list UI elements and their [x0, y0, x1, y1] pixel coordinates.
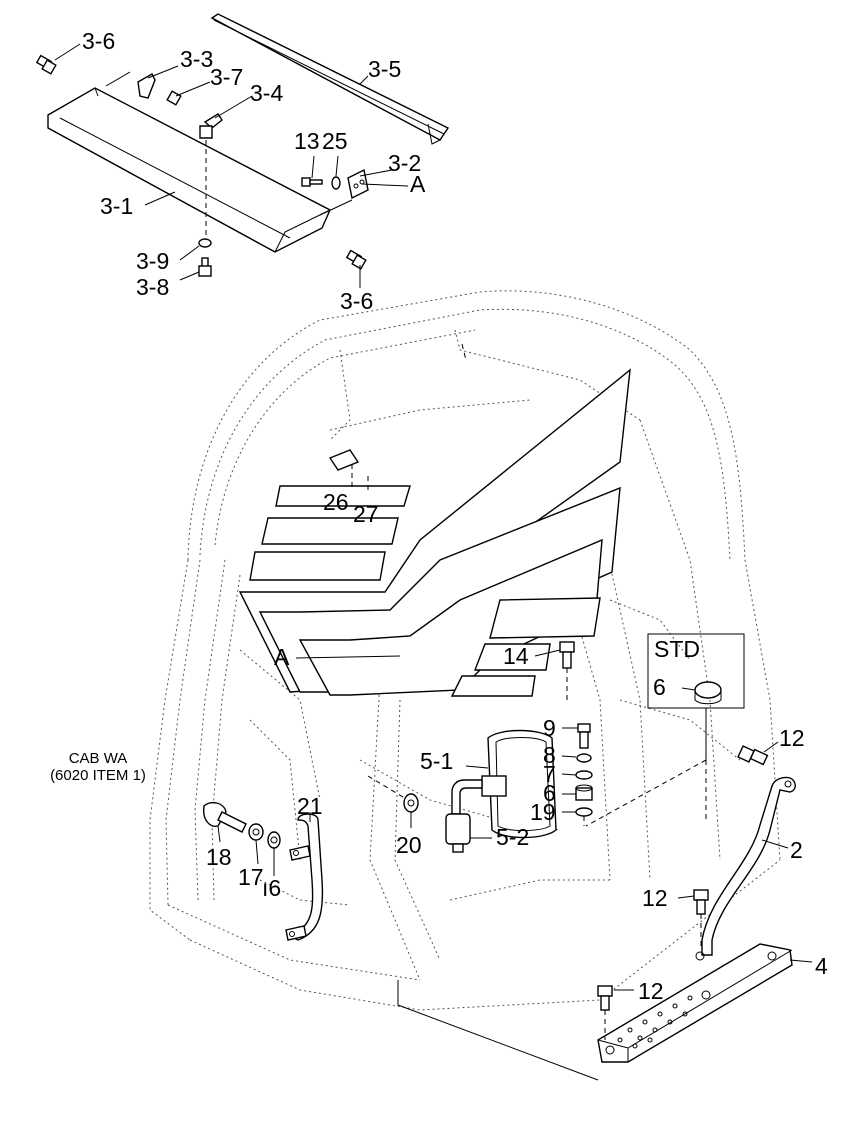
- bolt-13: [301, 177, 323, 187]
- bolt-3-8: [198, 257, 212, 277]
- label-cab-wa: CAB WA (6020 ITEM 1): [44, 750, 152, 785]
- bracket-3-3: [137, 73, 156, 99]
- washer-3-9: [198, 238, 212, 248]
- label-14: 14: [503, 643, 529, 669]
- bolt-3-6-bottom: [345, 249, 367, 270]
- label-3-6-bottom: 3-6: [340, 288, 374, 314]
- washer-7: [575, 770, 593, 780]
- bolt-12-b: [693, 889, 709, 915]
- oring-19: [575, 807, 593, 817]
- label-7: 7: [543, 761, 556, 787]
- label-A-top: A: [410, 171, 426, 197]
- cab-outline: [149, 290, 781, 1011]
- washer-8: [576, 753, 592, 763]
- label-12-a: 12: [779, 725, 805, 751]
- grab-handle-21: [285, 813, 324, 941]
- label-4: 4: [815, 953, 828, 979]
- label-16: ı6: [262, 875, 282, 901]
- washer-17: [248, 823, 264, 841]
- label-21: 21: [297, 793, 323, 819]
- label-3-4: 3-4: [250, 80, 284, 106]
- label-6-std: 6: [653, 674, 666, 700]
- washer-20: [403, 793, 419, 813]
- label-5-2: 5-2: [496, 824, 530, 850]
- std-box: [647, 633, 745, 709]
- label-17: 17: [238, 864, 264, 890]
- label-27: 27: [353, 501, 379, 527]
- mirror-5-1: [481, 729, 557, 839]
- label-A-mid: A: [274, 644, 290, 670]
- label-3-2: 3-2: [388, 150, 422, 176]
- label-5-1: 5-1: [420, 748, 454, 774]
- hook-3-4: [199, 113, 223, 139]
- label-9: 9: [543, 715, 556, 741]
- stripe-decals: [238, 368, 631, 697]
- label-8: 8: [543, 742, 556, 768]
- label-20: 20: [396, 832, 422, 858]
- label-18: 18: [206, 844, 232, 870]
- label-3-8: 3-8: [136, 274, 170, 300]
- label-6: 6: [543, 780, 556, 806]
- plug-6-std: [694, 681, 722, 699]
- rail-3-5: [210, 13, 450, 145]
- nut-6: [575, 784, 593, 801]
- label-25: 25: [322, 128, 348, 154]
- label-12-b: 12: [642, 885, 668, 911]
- washer-25: [331, 176, 341, 190]
- label-3-1: 3-1: [100, 193, 134, 219]
- label-std: STD: [654, 636, 700, 662]
- cover-3-1: [47, 87, 331, 253]
- label-19: 19: [530, 799, 556, 825]
- label-cab-line2: (6020 ITEM 1): [50, 767, 146, 785]
- bolt-18: [203, 801, 247, 833]
- label-3-3: 3-3: [180, 46, 214, 72]
- label-3-5: 3-5: [368, 56, 402, 82]
- bolt-3-6-top: [35, 54, 57, 75]
- bolt-12-a: [737, 745, 769, 766]
- bolt-12-c: [597, 985, 613, 1011]
- label-26: 26: [323, 489, 349, 515]
- label-13: 13: [294, 128, 320, 154]
- handrail-2: [701, 776, 796, 956]
- nut-3-7: [166, 90, 182, 106]
- step-plate-holes: [617, 995, 693, 1049]
- stay-5-2: [445, 779, 483, 853]
- bolt-9: [577, 723, 591, 749]
- washer-16: [267, 831, 281, 849]
- label-12-c: 12: [638, 978, 664, 1004]
- label-3-7: 3-7: [210, 64, 244, 90]
- hole: [784, 780, 792, 788]
- bolt-14: [559, 641, 575, 669]
- label-3-9: 3-9: [136, 248, 170, 274]
- step-plate-4: [597, 943, 793, 1063]
- label-2: 2: [790, 837, 803, 863]
- label-cab-line1: CAB WA: [68, 750, 128, 767]
- label-3-6-top: 3-6: [82, 28, 116, 54]
